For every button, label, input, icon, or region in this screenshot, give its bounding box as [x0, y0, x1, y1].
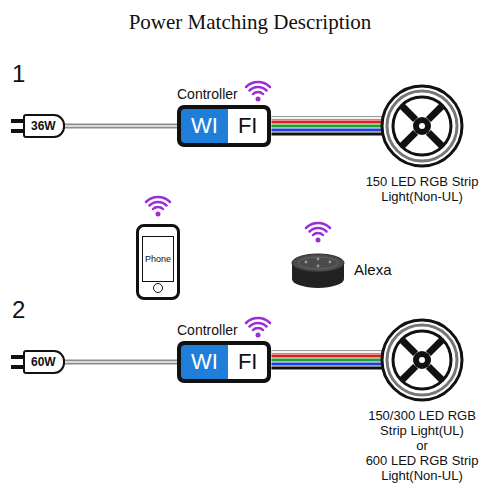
home-button [153, 283, 163, 293]
rgb-wire [271, 359, 386, 362]
reel-hole [419, 123, 425, 129]
wifi-icon [246, 318, 270, 337]
led-strip-reel: 150 LED RGB Strip Light(Non-UL) [380, 84, 464, 168]
wattage-text: 36W [31, 119, 56, 133]
echo-dot: Alexa [290, 249, 346, 291]
wifi-controller: ControllerWIFI [177, 341, 271, 383]
reel-hub [413, 117, 431, 135]
reel-spoke [428, 340, 441, 353]
wattage-text: 60W [31, 355, 56, 369]
wifi-controller: ControllerWIFI [177, 105, 271, 147]
dot-ring [298, 257, 338, 269]
reel-rim [382, 86, 462, 166]
reel-drawing [380, 318, 464, 402]
strip-label: 600 LED RGB Strip Light(Non-UL) [357, 453, 487, 483]
wire-connector [65, 126, 177, 127]
strip-caption: 150 LED RGB Strip Light(Non-UL) [357, 174, 487, 204]
wifi-icon [306, 223, 330, 242]
dot-button [329, 261, 332, 264]
led-strip-reel: 150/300 LED RGB Strip Light(UL)or600 LED… [380, 318, 464, 402]
power-cable [65, 124, 177, 129]
reel-ring [393, 331, 451, 389]
phone-icon: Phone [136, 224, 180, 300]
callout-number: 1 [12, 60, 25, 88]
reel-spoke [402, 106, 415, 119]
rgb-wire [271, 363, 386, 366]
wifi-icon [246, 82, 270, 101]
reel-ring [393, 97, 451, 155]
prong [11, 119, 25, 123]
rgb-wire [271, 367, 386, 370]
wire-outline [271, 350, 386, 354]
reel-spoke [402, 366, 415, 379]
dot-top [292, 254, 344, 272]
controller-heading: Controller [177, 86, 238, 102]
wire-connector [65, 362, 177, 363]
wifi-icon [146, 197, 170, 216]
rgb-wire [271, 117, 386, 119]
dot-base [292, 270, 344, 288]
power-plug: 36W [23, 114, 65, 138]
strip-label: 150 LED RGB Strip Light(Non-UL) [357, 174, 487, 204]
wifi-text: WI [181, 109, 228, 143]
rgb-wire [271, 121, 386, 124]
echo-dot-drawing [290, 249, 346, 291]
strip-coil [387, 91, 457, 161]
prong [11, 129, 25, 133]
rgb-wire [271, 133, 386, 136]
dot-button [317, 258, 320, 261]
power-cable [65, 360, 177, 365]
reel-hub [413, 351, 431, 369]
dot-button [305, 261, 308, 264]
wire-outline [271, 116, 386, 120]
wifi-text: FI [228, 345, 268, 379]
reel-spoke [428, 366, 441, 379]
phone-label: Phone [145, 254, 171, 264]
power-cable-shine [65, 125, 177, 127]
strip-coil [387, 325, 457, 395]
reel-rim [382, 320, 462, 400]
strip-label: 150/300 LED RGB Strip Light(UL) [357, 408, 487, 438]
device-label: Alexa [354, 261, 392, 278]
wifi-text: FI [228, 109, 268, 143]
phone-screen: Phone [142, 236, 174, 282]
wifi-text: WI [181, 345, 228, 379]
wire-connector [271, 118, 386, 134]
reel-drawing [380, 84, 464, 168]
strip-caption: 150/300 LED RGB Strip Light(UL)or600 LED… [357, 408, 487, 483]
power-cable-shine [65, 361, 177, 363]
reel-spoke [428, 106, 441, 119]
prong [11, 365, 25, 369]
rgb-wire [271, 125, 386, 128]
prong [11, 355, 25, 359]
plug-prongs [9, 353, 25, 371]
wire-connector [271, 352, 386, 368]
controller-heading: Controller [177, 322, 238, 338]
rgb-wire [271, 355, 386, 358]
dot-button [317, 265, 320, 268]
reel-hole [419, 357, 425, 363]
power-plug: 60W [23, 350, 65, 374]
rgb-wire [271, 351, 386, 353]
strip-label: or [357, 438, 487, 453]
callout-number: 2 [12, 296, 25, 324]
reel-spoke [402, 132, 415, 145]
reel-spoke [428, 132, 441, 145]
rgb-wire [271, 129, 386, 132]
reel-spoke [402, 340, 415, 353]
plug-prongs [9, 117, 25, 135]
diagram-title: Power Matching Description [0, 10, 500, 35]
